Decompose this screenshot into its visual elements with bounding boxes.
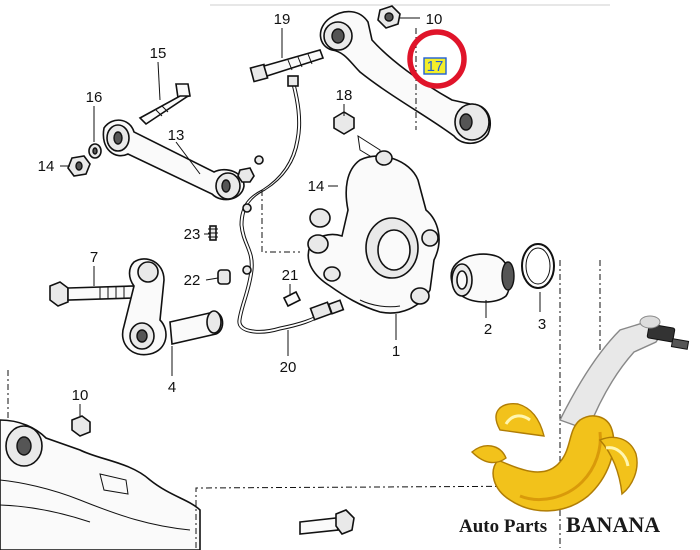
nut-14-left	[67, 155, 91, 177]
callout-4: 4	[168, 379, 176, 396]
callout-14-left: 14	[38, 158, 55, 175]
bolt-15	[138, 83, 191, 126]
leader-lines	[60, 17, 541, 416]
logo-arm-icon	[559, 321, 660, 431]
banana-icon	[492, 415, 615, 512]
brand-prefix: Auto Parts	[459, 516, 547, 537]
circlip-3	[521, 243, 555, 289]
callout-1: 1	[392, 343, 400, 360]
callout-18: 18	[336, 87, 353, 104]
banana-peel-icon	[495, 403, 545, 437]
screw-21	[282, 290, 302, 308]
callout-10-bottom: 10	[72, 387, 89, 404]
brand-logo: Auto Parts BANANA	[459, 315, 690, 537]
callout-19: 19	[274, 11, 291, 28]
callout-17: 17	[427, 58, 444, 75]
clip-22	[217, 269, 231, 285]
bolt-7	[49, 281, 135, 307]
bushing-4	[169, 310, 224, 345]
nut-14-right	[237, 167, 255, 183]
callout-10-top: 10	[426, 11, 443, 28]
callout-13: 13	[168, 127, 185, 144]
link-13	[102, 119, 245, 201]
callout-21: 21	[282, 267, 299, 284]
callout-23: 23	[184, 226, 201, 243]
hub-carrier-1	[307, 150, 440, 314]
callout-14-right: 14	[308, 178, 325, 195]
washer-16	[88, 143, 102, 159]
brand-name: BANANA	[566, 512, 660, 537]
bolt-19	[249, 49, 325, 83]
callout-3: 3	[538, 316, 546, 333]
screw-23	[208, 225, 218, 241]
callout-15: 15	[150, 45, 167, 62]
callout-2: 2	[484, 321, 492, 338]
callout-22: 22	[184, 272, 201, 289]
highlight-ring	[407, 29, 467, 89]
subframe	[0, 419, 201, 550]
highlight-label-box	[423, 57, 447, 75]
bolt-bottom	[299, 509, 355, 535]
wheel-bearing-2	[450, 253, 515, 303]
callout-7: 7	[90, 249, 98, 266]
callout-20: 20	[280, 359, 297, 376]
bolt-18	[333, 111, 381, 163]
callout-16: 16	[86, 89, 103, 106]
nut-10-bottom	[71, 415, 91, 437]
nut-10-top	[377, 5, 401, 29]
abs-sensor-wire	[237, 75, 345, 334]
logo-ball-joint-icon	[646, 323, 676, 343]
assembly-lines	[7, 28, 601, 548]
upper-control-arm	[319, 10, 492, 145]
trailing-link-4	[121, 258, 167, 356]
